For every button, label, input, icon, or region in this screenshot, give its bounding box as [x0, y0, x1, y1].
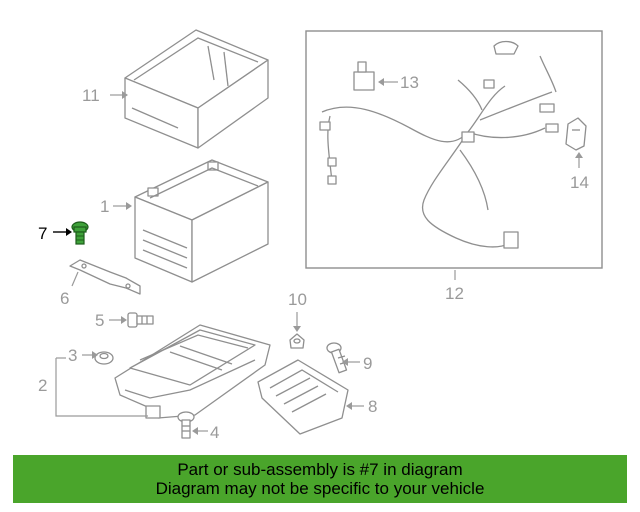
banner-line-2: Diagram may not be specific to your vehi…	[155, 479, 485, 498]
part-13-connector[interactable]	[353, 61, 375, 91]
part-4-bolt[interactable]	[177, 411, 195, 439]
part-6-bracket[interactable]	[69, 259, 141, 295]
part-5-bolt[interactable]	[127, 312, 154, 328]
callout-9: 9	[363, 354, 372, 373]
callout-12: 12	[445, 284, 464, 303]
part-1-battery[interactable]	[134, 159, 269, 283]
callout-1: 1	[100, 197, 109, 216]
callout-14: 14	[570, 173, 589, 192]
part-3-grommet[interactable]	[94, 351, 114, 365]
part-12-wiring-harness[interactable]	[319, 40, 559, 249]
callout-10: 10	[288, 290, 307, 309]
callout-13: 13	[400, 73, 419, 92]
callout-2: 2	[38, 376, 47, 395]
parts-diagram: 11 1 7 6 5	[38, 29, 603, 442]
part-11-battery-cover[interactable]	[124, 29, 269, 149]
banner-line-1: Part or sub-assembly is #7 in diagram	[177, 460, 463, 479]
callout-6: 6	[60, 289, 69, 308]
callout-3: 3	[68, 346, 77, 365]
part-10-nut[interactable]	[289, 333, 305, 349]
part-12-frame	[305, 30, 603, 269]
part-9-bolt[interactable]	[326, 342, 348, 374]
part-8-cover[interactable]	[257, 359, 349, 435]
callout-11: 11	[82, 86, 100, 105]
callout-4: 4	[210, 423, 219, 442]
part-2-battery-tray[interactable]	[114, 324, 271, 419]
callout-5: 5	[95, 311, 104, 330]
part-7-bolt[interactable]	[71, 221, 89, 245]
part-14-bracket[interactable]	[565, 117, 587, 151]
info-banner: Part or sub-assembly is #7 in diagram Di…	[13, 455, 627, 503]
callout-7: 7	[38, 224, 47, 243]
callout-8: 8	[368, 397, 377, 416]
